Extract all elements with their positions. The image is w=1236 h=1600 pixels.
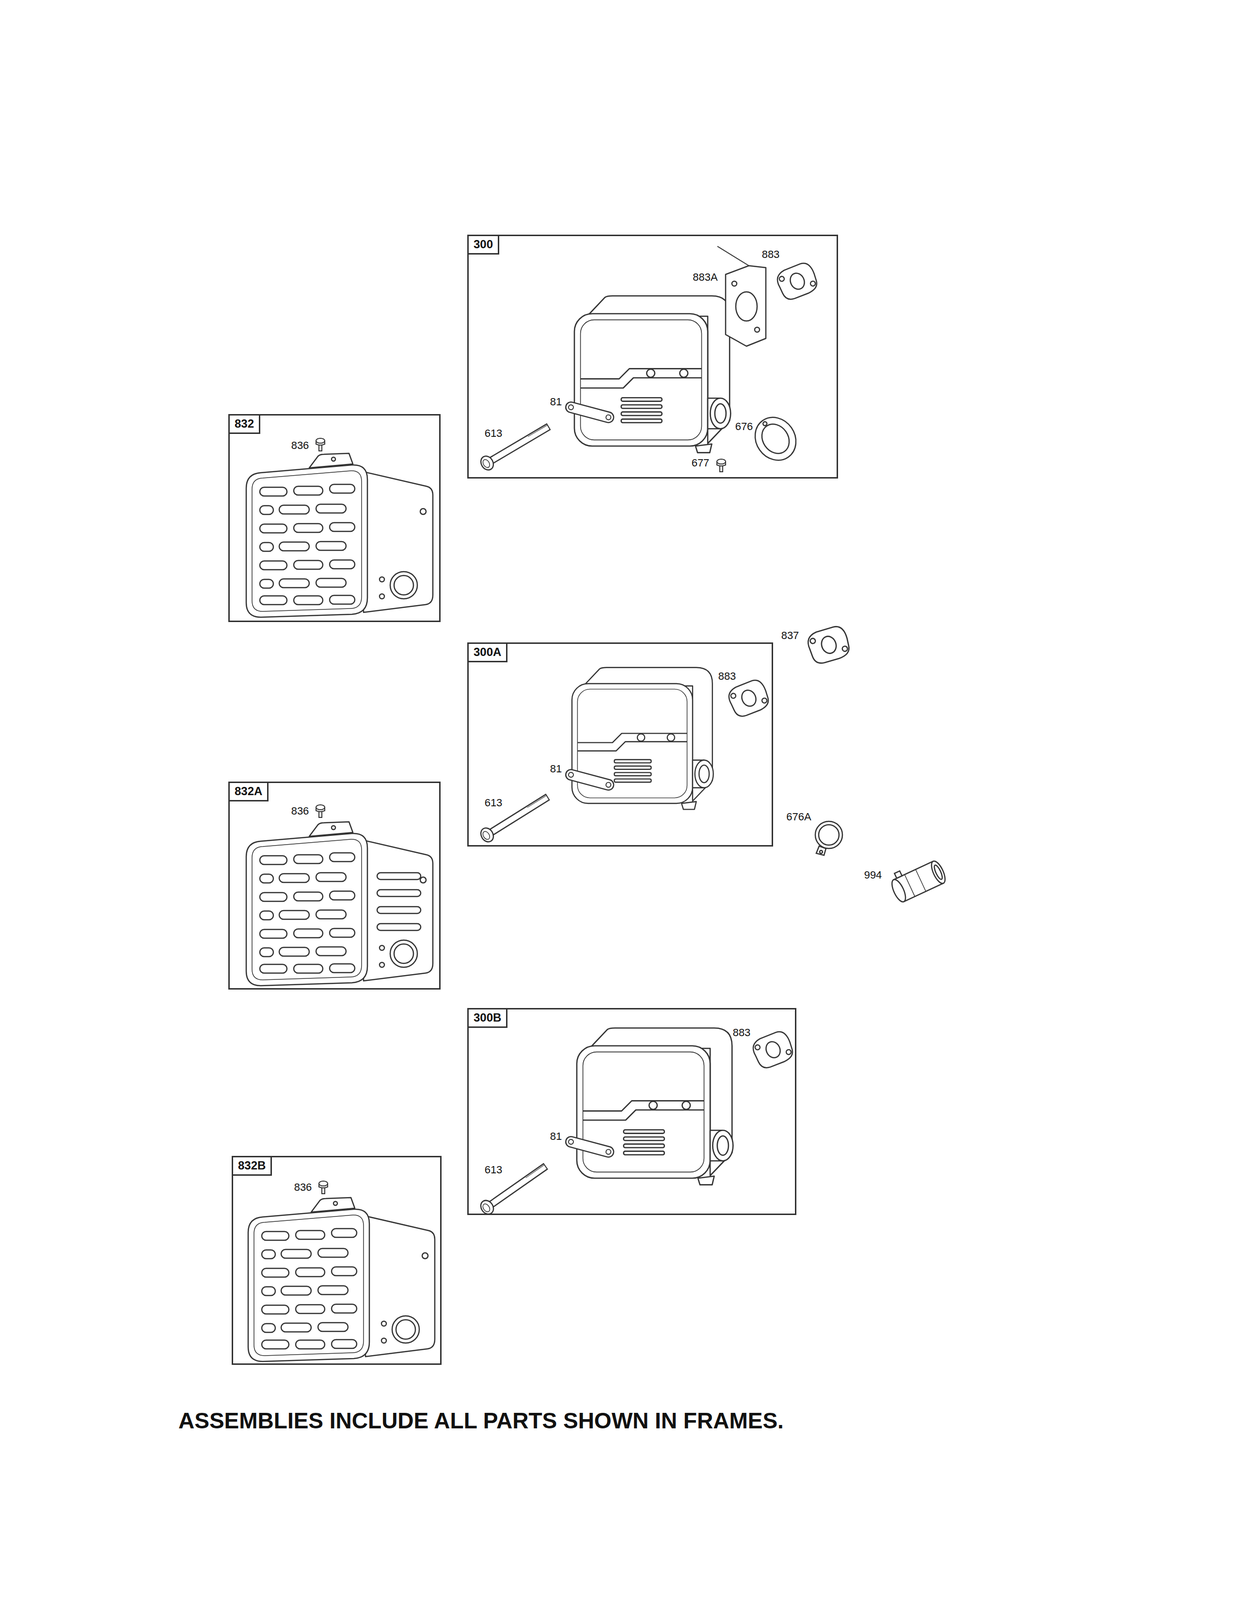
callout-number: 676A — [786, 810, 811, 823]
callout-label: 613 — [483, 427, 504, 440]
shield-side-slots — [377, 872, 421, 931]
callout-number: 836 — [291, 439, 310, 452]
heat-shield — [248, 1197, 435, 1362]
heat-shield — [246, 821, 433, 986]
deflector — [746, 409, 805, 468]
callout-number: 613 — [484, 427, 503, 440]
callout-label: 613 — [483, 796, 504, 809]
gasket — [725, 676, 773, 720]
screw — [316, 804, 325, 818]
callout-number: 836 — [291, 804, 310, 817]
bolt — [478, 790, 553, 844]
exhaust-plate — [725, 265, 766, 347]
callout-label: 994 — [863, 869, 884, 881]
callout-label: 677 — [690, 457, 711, 469]
heat-shield — [246, 453, 433, 618]
screw — [316, 438, 325, 451]
callout-number: 883 — [732, 1026, 751, 1039]
muffler — [574, 295, 731, 453]
callout-number: 836 — [294, 1180, 313, 1193]
callout-number: 81 — [550, 1129, 562, 1142]
bolt — [478, 420, 553, 473]
frame-tab: 300A — [468, 643, 508, 663]
assembly-number: 832B — [237, 1158, 266, 1173]
callout-number: 883A — [692, 270, 718, 284]
assembly-number: 300A — [473, 645, 502, 660]
spark-arrestor — [887, 854, 948, 904]
assembly-number: 832 — [234, 416, 254, 431]
assembly-frame: 300 — [467, 234, 839, 479]
lock-plate — [568, 1138, 612, 1155]
lock-plate — [568, 771, 612, 788]
callout-label: 81 — [549, 396, 563, 408]
assembly-number: 300 — [473, 237, 493, 252]
muffler — [571, 667, 714, 810]
screw — [716, 459, 726, 472]
callout-label: 883 — [731, 1026, 752, 1039]
callout-label: 836 — [293, 1181, 314, 1193]
muffler — [576, 1027, 733, 1185]
callout-label: 613 — [483, 1163, 504, 1176]
assembly-number: 300B — [473, 1010, 502, 1025]
callout-label: 883A — [691, 271, 719, 284]
frame-tab: 832B — [233, 1156, 272, 1176]
callout-label: 81 — [549, 762, 563, 775]
callout-label: 81 — [549, 1130, 563, 1142]
bolt — [478, 1159, 551, 1217]
caption-text: ASSEMBLIES INCLUDE ALL PARTS SHOWN IN FR… — [178, 1407, 784, 1433]
gasket — [749, 1027, 797, 1072]
caption-note: ASSEMBLIES INCLUDE ALL PARTS SHOWN IN FR… — [178, 1408, 784, 1433]
gasket — [805, 622, 853, 667]
callout-label: 883 — [760, 248, 781, 261]
lock-plate — [568, 404, 612, 421]
callout-label: 837 — [780, 629, 801, 642]
callout-label: 676 — [734, 420, 755, 433]
callout-label: 883 — [717, 670, 738, 682]
callout-number: 613 — [484, 796, 503, 809]
callout-number: 677 — [691, 456, 710, 469]
assembly-frame: 832B — [231, 1155, 442, 1365]
frame-tab: 832 — [229, 415, 261, 434]
assembly-frame: 832A — [228, 781, 441, 990]
gasket — [774, 259, 821, 303]
callout-number: 81 — [550, 762, 562, 775]
frame-tab: 300B — [468, 1009, 508, 1028]
callout-number: 613 — [484, 1163, 503, 1176]
callout-number: 883 — [761, 248, 780, 261]
callout-number: 883 — [718, 669, 737, 682]
callout-number: 837 — [781, 629, 800, 642]
callout-label: 676A — [785, 810, 812, 823]
clamp — [815, 821, 843, 856]
guard-wire — [717, 246, 749, 266]
callout-number: 81 — [550, 395, 562, 408]
assembly-frame: 832 — [228, 413, 441, 622]
frame-tab: 300 — [468, 236, 500, 255]
frame-tab: 832A — [229, 782, 269, 802]
assembly-number: 832A — [234, 784, 263, 799]
callout-label: 836 — [290, 439, 311, 452]
callout-number: 994 — [864, 868, 883, 881]
assembly-frame: 300B — [467, 1007, 797, 1215]
callout-label: 836 — [290, 805, 311, 817]
screw — [318, 1180, 328, 1194]
callout-number: 676 — [735, 420, 754, 433]
